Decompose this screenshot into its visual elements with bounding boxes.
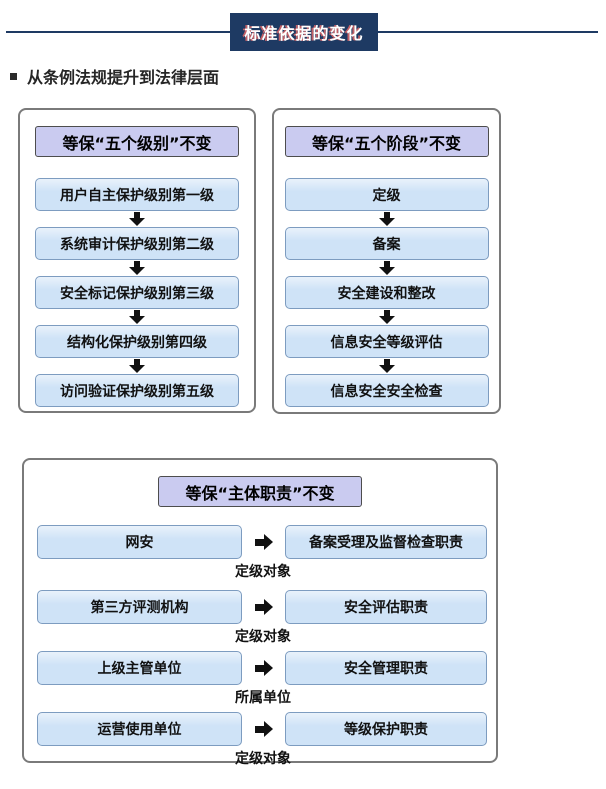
stages-panel: 等保“五个阶段”不变 定级 备案 安全建设和整改 信息安全等级评估 信息安全安全…: [272, 108, 501, 414]
section-title-banner: 标准依据的变化: [230, 13, 378, 51]
duty-subject: 第三方评测机构: [37, 590, 242, 624]
right-arrow-icon: [254, 660, 273, 676]
duties-panel: 等保“主体职责”不变 网安 备案受理及监督检查职责 定级对象 第三方评测机构 安…: [22, 458, 498, 767]
level-step-4: 结构化保护级别第四级: [35, 325, 239, 358]
levels-panel: 等保“五个级别”不变 用户自主保护级别第一级 系统审计保护级别第二级 安全标记保…: [18, 108, 256, 413]
duty-responsibility: 安全评估职责: [285, 590, 487, 624]
duty-responsibility: 安全管理职责: [285, 651, 487, 685]
down-arrow-icon: [129, 212, 145, 226]
down-arrow-icon: [378, 212, 395, 226]
duty-subject: 上级主管单位: [37, 651, 242, 685]
level-step-1: 用户自主保护级别第一级: [35, 178, 239, 211]
down-arrow-icon: [129, 310, 145, 324]
duty-note-label: 定级对象: [235, 751, 291, 767]
stage-step-5: 信息安全安全检查: [284, 374, 489, 407]
duty-row: 运营使用单位 等级保护职责 定级对象: [37, 712, 487, 767]
duty-row: 第三方评测机构 安全评估职责 定级对象: [37, 590, 487, 645]
stage-step-1: 定级: [284, 178, 489, 211]
duty-note-label: 所属单位: [235, 690, 291, 706]
level-step-5: 访问验证保护级别第五级: [35, 374, 239, 407]
down-arrow-icon: [378, 261, 395, 275]
duty-row: 上级主管单位 安全管理职责 所属单位: [37, 651, 487, 706]
stages-panel-title: 等保“五个阶段”不变: [284, 126, 489, 157]
down-arrow-icon: [378, 310, 395, 324]
level-step-2: 系统审计保护级别第二级: [35, 227, 239, 260]
bullet-square-icon: [10, 72, 17, 80]
duty-responsibility: 等级保护职责: [285, 712, 487, 746]
duty-row: 网安 备案受理及监督检查职责 定级对象: [37, 525, 487, 580]
right-arrow-icon: [254, 721, 273, 737]
duty-subject: 网安: [37, 525, 242, 559]
duty-note-label: 定级对象: [235, 564, 291, 580]
section-heading-row: 从条例法规提升到法律层面: [10, 64, 219, 88]
duty-subject: 运营使用单位: [37, 712, 242, 746]
section-title: 标准依据的变化: [244, 24, 364, 43]
duty-responsibility: 备案受理及监督检查职责: [285, 525, 487, 559]
level-step-3: 安全标记保护级别第三级: [35, 276, 239, 309]
right-arrow-icon: [254, 599, 273, 615]
section-heading: 从条例法规提升到法律层面: [27, 68, 220, 87]
right-arrow-icon: [254, 534, 273, 550]
duty-note-label: 定级对象: [235, 629, 291, 645]
down-arrow-icon: [129, 261, 145, 275]
down-arrow-icon: [129, 359, 145, 373]
stage-step-2: 备案: [284, 227, 489, 260]
down-arrow-icon: [378, 359, 395, 373]
levels-panel-title: 等保“五个级别”不变: [35, 126, 239, 157]
stage-step-4: 信息安全等级评估: [284, 325, 489, 358]
duties-panel-title: 等保“主体职责”不变: [158, 476, 362, 507]
stage-step-3: 安全建设和整改: [284, 276, 489, 309]
